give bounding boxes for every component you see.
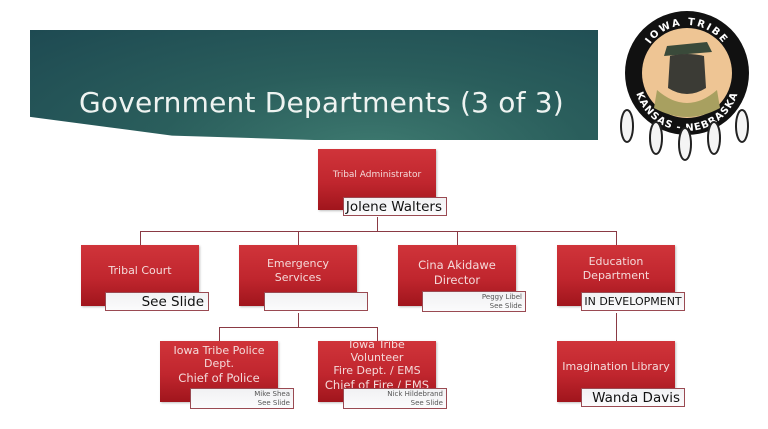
name-emergency-services — [264, 292, 368, 311]
name-jolene-walters: Jolene Walters — [343, 197, 447, 216]
connector — [377, 217, 378, 231]
title-line: Chief of Fire / EMS — [324, 377, 430, 392]
connector — [457, 231, 458, 245]
title-line: Cina Akidawe — [418, 257, 496, 272]
connector — [140, 231, 617, 232]
see-slide-note: See Slide — [410, 399, 443, 407]
title-line: Iowa Tribe Volunteer — [349, 337, 405, 364]
name-cina-akidawe: Peggy Libel See Slide — [422, 291, 526, 312]
name-police-chief: Mike Shea See Slide — [190, 388, 294, 409]
title-line: Chief of Police — [178, 371, 260, 385]
name-wanda-davis: Wanda Davis — [581, 388, 685, 407]
node-title: Iowa Tribe Volunteer Fire Dept. / EMS Ch… — [318, 338, 436, 392]
title-banner: Government Departments (3 of 3) — [30, 30, 598, 140]
connector — [298, 231, 299, 245]
title-line: Fire Dept. / EMS — [333, 363, 421, 377]
connector — [616, 313, 617, 341]
iowa-tribe-logo: IOWA TRIBE KANSAS - NEBRASKA — [620, 11, 749, 161]
node-fire-ems[interactable]: Iowa Tribe Volunteer Fire Dept. / EMS Ch… — [318, 338, 436, 402]
node-title: Cina Akidawe Director — [414, 258, 500, 288]
name-education-department: IN DEVELOPMENT — [581, 292, 685, 311]
see-slide-note: See Slide — [489, 302, 522, 310]
connector — [140, 231, 141, 245]
name-fire-chief: Nick Hildebrand See Slide — [343, 388, 447, 409]
person-name: Peggy Libel — [481, 293, 522, 301]
node-title: Tribal Administrator — [332, 169, 422, 180]
node-title: Imagination Library — [562, 359, 670, 373]
title-line: Education — [588, 254, 644, 268]
node-title: Iowa Tribe Police Dept. Chief of Police — [169, 344, 268, 385]
slide-title: Government Departments (3 of 3) — [79, 85, 564, 119]
connector — [219, 327, 378, 328]
title-line: Dept. — [203, 357, 234, 370]
connector — [616, 231, 617, 245]
title-line: Department — [582, 268, 650, 282]
name-tribal-court: See Slide — [105, 292, 209, 311]
node-title: Tribal Court — [108, 263, 172, 277]
connector — [377, 327, 378, 341]
person-name: Mike Shea — [254, 390, 290, 398]
connector — [298, 313, 299, 327]
see-slide-note: See Slide — [257, 399, 290, 407]
node-title: Education Department — [579, 255, 654, 283]
title-line: Director — [433, 272, 481, 287]
connector — [219, 327, 220, 341]
title-line: Iowa Tribe Police — [173, 344, 265, 357]
node-title: Emergency Services — [266, 256, 330, 284]
feather-icons — [620, 109, 749, 161]
person-name: Nick Hildebrand — [387, 390, 443, 398]
